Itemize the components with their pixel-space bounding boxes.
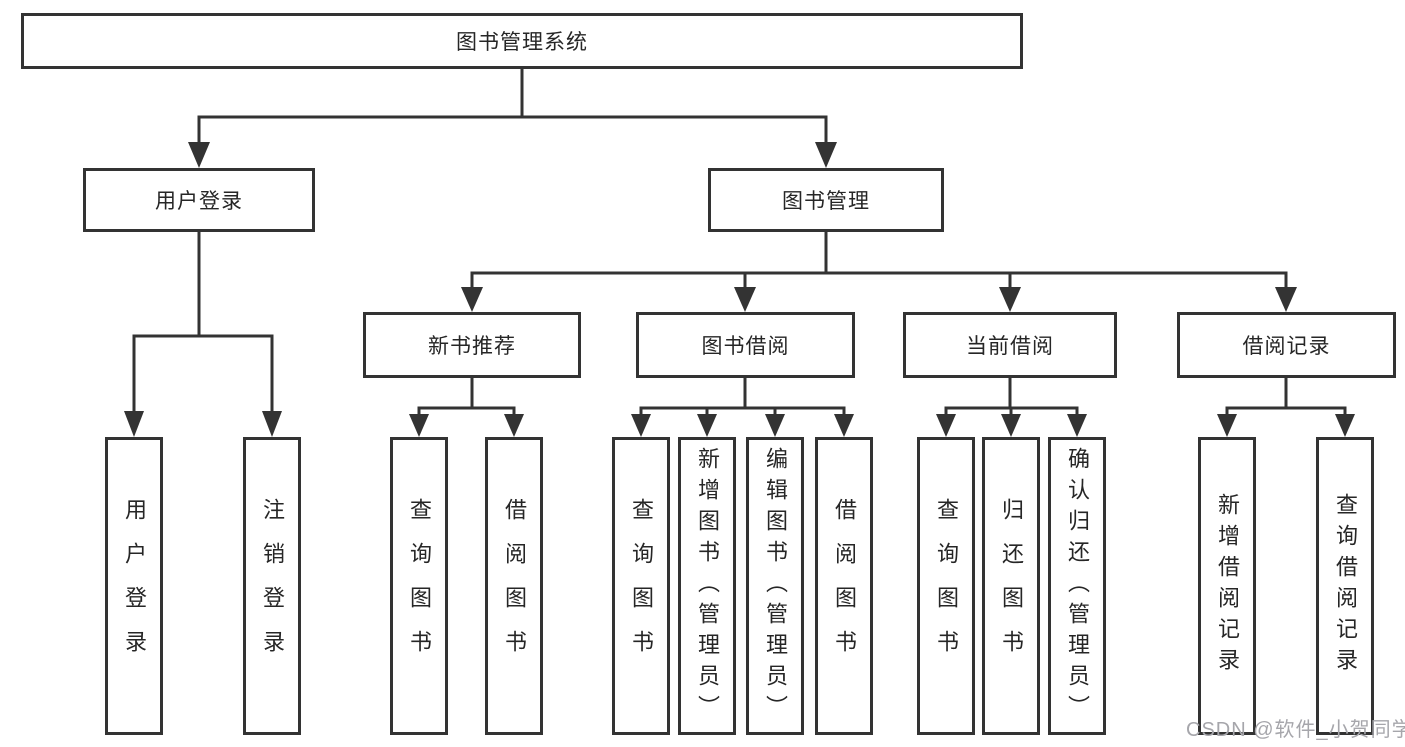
leaf-label: 确认归还（管理员）: [1065, 446, 1090, 726]
leaf-add-borrow-record: 新增借阅记录: [1198, 437, 1256, 735]
leaf-label: 查询图书: [934, 498, 959, 674]
leaf-label: 借阅图书: [502, 498, 527, 674]
leaf-edit-book-admin: 编辑图书（管理员）: [746, 437, 804, 735]
leaf-label: 编辑图书（管理员）: [763, 446, 788, 726]
node-current-borrow: 当前借阅: [903, 312, 1117, 378]
leaf-query-borrow-record: 查询借阅记录: [1316, 437, 1374, 735]
leaf-return-book: 归还图书: [982, 437, 1040, 735]
leaf-label: 查询借阅记录: [1333, 493, 1358, 679]
leaf-label: 用户登录: [122, 498, 147, 674]
leaf-borrow-books: 借阅图书: [815, 437, 873, 735]
node-label: 当前借阅: [966, 335, 1054, 358]
leaf-label: 新增图书（管理员）: [695, 446, 720, 726]
leaf-query-books-borrow: 查询图书: [612, 437, 670, 735]
connector-user-login-children: [124, 232, 282, 437]
leaf-label: 查询图书: [407, 498, 432, 674]
leaf-label: 注销登录: [260, 498, 285, 674]
leaf-add-book-admin: 新增图书（管理员）: [678, 437, 736, 735]
leaf-label: 借阅图书: [832, 498, 857, 674]
node-library-management-system: 图书管理系统: [21, 13, 1023, 69]
watermark: CSDN @软件_小贺同学: [1186, 719, 1405, 741]
connector-borrow-records-children: [1217, 378, 1355, 437]
node-label: 新书推荐: [428, 335, 516, 358]
connector-book-borrow-children: [631, 378, 854, 437]
node-borrow-records: 借阅记录: [1177, 312, 1396, 378]
node-label: 用户登录: [155, 190, 243, 213]
leaf-query-books-current: 查询图书: [917, 437, 975, 735]
connector-root-to-level2: [188, 69, 837, 168]
connector-new-book-children: [409, 378, 524, 437]
leaf-logout: 注销登录: [243, 437, 301, 735]
connector-book-management-children: [461, 232, 1297, 312]
leaf-borrow-books-recommend: 借阅图书: [485, 437, 543, 735]
node-user-login: 用户登录: [83, 168, 315, 232]
node-label: 借阅记录: [1242, 335, 1331, 358]
leaf-label: 归还图书: [999, 498, 1024, 674]
leaf-query-books-recommend: 查询图书: [390, 437, 448, 735]
leaf-confirm-return-admin: 确认归还（管理员）: [1048, 437, 1106, 735]
node-label: 图书管理: [782, 190, 870, 213]
leaf-label: 查询图书: [629, 498, 654, 674]
node-label: 图书借阅: [701, 335, 790, 358]
leaf-label: 新增借阅记录: [1215, 493, 1240, 679]
connector-current-borrow-children: [936, 378, 1087, 437]
node-label: 图书管理系统: [456, 31, 588, 54]
leaf-user-login: 用户登录: [105, 437, 163, 735]
node-new-book-recommend: 新书推荐: [363, 312, 581, 378]
node-book-borrow: 图书借阅: [636, 312, 855, 378]
node-book-management: 图书管理: [708, 168, 944, 232]
